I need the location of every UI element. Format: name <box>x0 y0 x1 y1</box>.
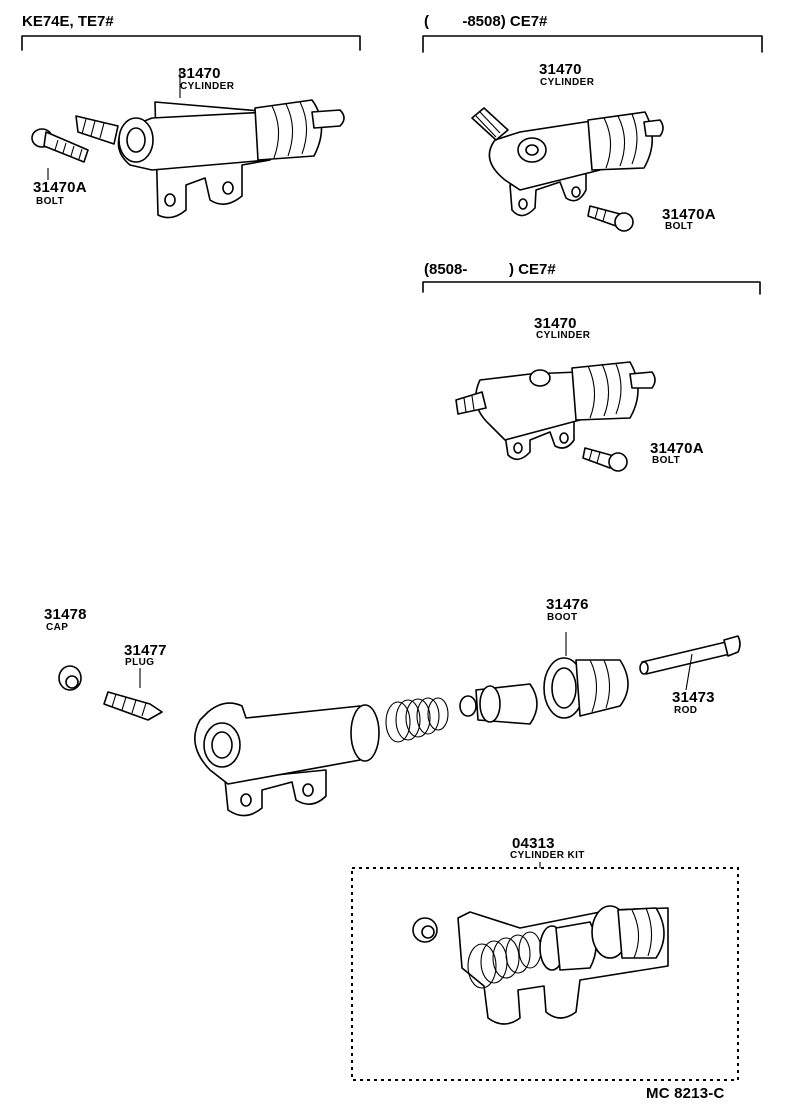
cylinder-c-drawing <box>455 361 656 461</box>
part-name-plug: PLUG <box>125 657 155 668</box>
part-number-bolt-a: 31470A <box>33 179 87 196</box>
part-name-cylinder-c: CYLINDER <box>536 330 591 341</box>
kit-contents-drawing <box>412 905 669 1025</box>
cylinder-a-drawing <box>75 68 345 219</box>
part-number-kit: 04313 <box>512 835 555 852</box>
exploded-cylinder-body <box>194 702 380 817</box>
part-name-cylinder-b: CYLINDER <box>540 77 595 88</box>
plug-drawing <box>103 668 163 721</box>
part-number-cylinder-c: 31470 <box>534 315 577 332</box>
part-number-cylinder-b: 31470 <box>539 61 582 78</box>
bolt-b-drawing <box>587 205 634 232</box>
section-header-ce7-late: (8508- ) CE7# <box>424 261 556 278</box>
part-name-bolt-a: BOLT <box>36 196 65 207</box>
bolt-a-drawing <box>31 128 89 180</box>
rod-drawing <box>639 635 741 691</box>
piston-drawing <box>459 683 538 725</box>
figure-code: MC 8213-C <box>646 1085 725 1102</box>
part-name-rod: ROD <box>674 705 698 716</box>
bracket-ke74e <box>21 35 361 51</box>
cylinder-b-drawing <box>471 107 664 217</box>
part-name-cylinder-a: CYLINDER <box>180 81 235 92</box>
boot-drawing <box>543 632 629 719</box>
cap-drawing <box>58 665 82 691</box>
part-number-boot: 31476 <box>546 596 589 613</box>
part-name-cap: CAP <box>46 622 69 633</box>
section-header-ke74e: KE74E, TE7# <box>22 13 114 30</box>
part-name-bolt-b: BOLT <box>665 221 694 232</box>
bracket-ce7-late <box>422 281 761 295</box>
part-number-cylinder-a: 31470 <box>178 65 221 82</box>
part-name-boot: BOOT <box>547 612 578 623</box>
kit-dashed-box <box>351 867 739 1081</box>
part-number-plug: 31477 <box>124 642 167 659</box>
part-number-rod: 31473 <box>672 689 715 706</box>
part-number-bolt-b: 31470A <box>662 206 716 223</box>
bracket-ce7-early <box>422 35 763 53</box>
part-number-bolt-c: 31470A <box>650 440 704 457</box>
spring-drawing <box>385 697 449 743</box>
part-name-bolt-c: BOLT <box>652 455 681 466</box>
bolt-c-drawing <box>582 447 628 472</box>
part-name-kit: CYLINDER KIT <box>510 850 585 861</box>
section-header-ce7-early: ( -8508) CE7# <box>424 13 548 30</box>
part-number-cap: 31478 <box>44 606 87 623</box>
